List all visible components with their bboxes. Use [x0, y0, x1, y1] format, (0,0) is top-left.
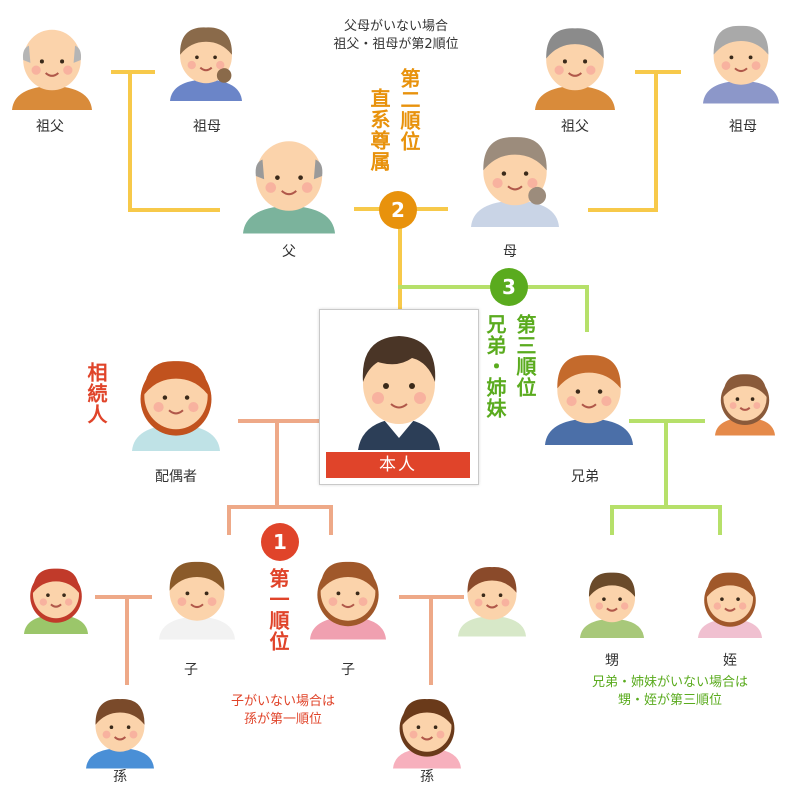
figure-niece	[698, 572, 762, 638]
figure-child-1	[159, 561, 235, 640]
self-label: 本人	[326, 452, 470, 478]
figure-grandchild-spouse-2	[458, 567, 526, 637]
figure-grandmother-maternal	[703, 25, 779, 104]
self-illustration	[358, 336, 440, 450]
note-third-line-2: 甥・姪が第三順位	[617, 693, 723, 708]
figure-child-2	[310, 561, 386, 640]
note-third-rank: 兄弟・姉妹がいない場合は 甥・姪が第三順位	[592, 674, 748, 710]
rank-title-second: 第二順位	[397, 68, 421, 152]
note-second-rank: 父母がいない場合 祖父・祖母が第2順位	[333, 18, 458, 54]
label-mother: 母	[503, 244, 517, 260]
note-first-line-2: 孫が第一順位	[243, 712, 323, 727]
note-first-rank: 子がいない場合は 孫が第一順位	[231, 693, 335, 729]
figure-grandfather-paternal	[12, 29, 92, 110]
label-grandmother-maternal: 祖母	[729, 119, 757, 135]
line-maternal-branch	[588, 70, 658, 212]
figure-grandfather-maternal	[535, 28, 615, 110]
spouse-heir-note: 相続人	[84, 362, 108, 425]
label-father: 父	[282, 244, 296, 260]
figure-father	[243, 141, 335, 234]
figure-spouse	[132, 361, 220, 451]
figure-nephew	[580, 572, 644, 638]
rank-badge-first: 1	[261, 523, 299, 561]
note-second-line-2: 祖父・祖母が第2順位	[333, 37, 459, 52]
rank-title-first: 第一順位	[266, 568, 290, 652]
label-sibling: 兄弟	[571, 469, 599, 485]
figure-grandchild-spouse-1	[24, 568, 88, 634]
label-spouse: 配偶者	[155, 469, 197, 485]
label-child-1: 子	[184, 662, 198, 678]
label-child-2: 子	[341, 662, 355, 678]
line-children	[227, 505, 333, 535]
line-sibling-branch	[398, 285, 589, 332]
line-paternal-branch	[128, 70, 220, 212]
label-nephew: 甥	[605, 653, 619, 669]
label-grandmother-paternal: 祖母	[193, 119, 221, 135]
note-first-line-1: 子がいない場合は	[230, 694, 336, 709]
rank-badge-second: 2	[379, 191, 417, 229]
line-sibling-children	[610, 505, 722, 535]
rank-group-third: 兄弟・姉妹	[483, 314, 507, 419]
label-grandfather-paternal: 祖父	[36, 119, 64, 135]
label-niece: 姪	[723, 653, 737, 669]
label-grandchild-1: 孫	[113, 769, 127, 785]
note-second-line-1: 父母がいない場合	[343, 19, 448, 34]
figure-mother	[471, 137, 559, 227]
figure-grandchild-1	[86, 699, 154, 769]
rank-group-second: 直系尊属	[367, 88, 391, 172]
figure-grandmother-paternal	[170, 27, 242, 101]
label-grandfather-maternal: 祖父	[561, 119, 589, 135]
figure-sibling	[545, 355, 633, 445]
figure-sibling-spouse	[715, 374, 775, 436]
label-grandchild-2: 孫	[420, 769, 434, 785]
rank-title-third: 第三順位	[513, 314, 537, 398]
self-card: 本人	[319, 309, 479, 485]
note-third-line-1: 兄弟・姉妹がいない場合は	[591, 675, 749, 690]
figure-grandchild-2	[393, 699, 461, 769]
rank-badge-third: 3	[490, 268, 528, 306]
